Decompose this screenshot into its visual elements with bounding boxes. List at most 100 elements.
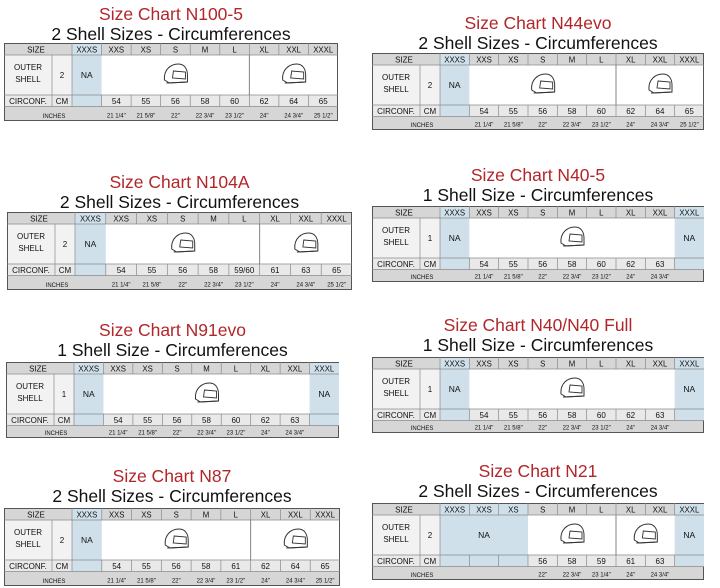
inches-band [373, 269, 703, 281]
inches-value: 24 3/4" [651, 573, 670, 579]
shell-count: 2 [428, 81, 433, 90]
grid-lines [4, 508, 340, 572]
inches-value: 24" [261, 431, 270, 437]
cm-value: 58 [568, 557, 577, 566]
size-header: XXL [286, 46, 301, 55]
cm-value: 58 [568, 411, 577, 420]
inches-value: 23 1/2" [592, 426, 611, 432]
size-header: L [599, 56, 604, 65]
inches-row-label: INCHES [45, 431, 68, 437]
size-row-label: SIZE [29, 365, 47, 374]
size-header: XXXL [313, 46, 334, 55]
na-label: NA [683, 233, 695, 243]
outer-shell-label: OUTER [17, 232, 45, 241]
size-row-label: SIZE [395, 506, 413, 515]
circonf-row-label: CIRCONF. [377, 557, 415, 566]
size-header: S [540, 209, 545, 218]
shell-count: 1 [428, 385, 433, 394]
header-band [8, 213, 351, 224]
cm-unit-label: CM [59, 266, 72, 275]
cm-band [373, 555, 703, 567]
inches-band [7, 425, 338, 437]
circonf-row-label: CIRCONF. [377, 260, 415, 269]
size-header: XXXS [444, 56, 465, 65]
cm-value: 54 [112, 97, 121, 106]
size-header: XXXS [76, 511, 97, 520]
inches-value: 22" [178, 283, 187, 289]
outer-shell-label: SHELL [383, 238, 409, 247]
size-header: XXS [476, 360, 492, 369]
outer-shell-label: SHELL [17, 394, 43, 403]
size-header: M [569, 360, 576, 369]
size-chart-panel: Size Chart N100-5 2 Shell Sizes - Circum… [4, 2, 338, 142]
chart-title: Size Chart N40-5 [470, 165, 606, 185]
inches-value: 22 3/4" [563, 123, 582, 129]
inches-band [5, 106, 337, 120]
size-header: XL [626, 209, 636, 218]
na-label: NA [478, 530, 490, 540]
size-header: XL [259, 46, 269, 55]
circonf-row-label: CIRCONF. [12, 266, 50, 275]
size-header: S [174, 511, 179, 520]
cm-value: 64 [289, 97, 298, 106]
outer-shell-label: SHELL [383, 389, 409, 398]
na-label: NA [449, 384, 461, 394]
cm-unit-label: CM [424, 411, 437, 420]
inches-value: 24 3/4" [285, 431, 304, 437]
cm-value: 60 [597, 260, 606, 269]
size-header: M [569, 209, 576, 218]
inches-value: 24 3/4" [296, 283, 315, 289]
size-header: XXS [110, 365, 126, 374]
chart-subtitle: 1 Shell Size - Circumferences [422, 185, 654, 205]
inches-band [373, 566, 703, 579]
cm-value: 56 [538, 411, 547, 420]
cm-value: 59/60 [234, 266, 255, 275]
cm-value: 61 [271, 266, 280, 275]
cm-value: 56 [538, 260, 547, 269]
inches-value: 25 1/2" [680, 123, 699, 129]
size-header: XXXS [444, 209, 465, 218]
cm-band [373, 409, 703, 421]
cm-value: 62 [261, 416, 270, 425]
inches-value: 22 3/4" [204, 283, 223, 289]
header-band [373, 54, 703, 65]
cm-value: 58 [201, 97, 210, 106]
inches-value: 23 1/2" [226, 579, 245, 585]
cm-value: 65 [332, 266, 341, 275]
cm-value: 54 [480, 107, 489, 116]
grid-lines [372, 357, 704, 421]
inches-value: 22" [538, 573, 547, 579]
inches-value: 21 5/8" [136, 114, 155, 120]
cm-value: 56 [172, 562, 181, 571]
cm-band [8, 264, 351, 276]
chart-subtitle: 2 Shell Sizes - Circumferences [52, 486, 292, 506]
size-header: XL [626, 360, 636, 369]
cm-value: 54 [117, 266, 126, 275]
shell-label-band [373, 515, 440, 555]
inches-value: 25 1/2" [314, 114, 333, 120]
size-row-label: SIZE [30, 215, 48, 224]
size-header: L [599, 209, 604, 218]
na-region [75, 213, 106, 276]
cm-value: 56 [538, 557, 547, 566]
cm-value: 55 [147, 266, 156, 275]
header-band [373, 358, 703, 369]
cm-value: 54 [112, 562, 121, 571]
outer-shell-label: OUTER [16, 382, 44, 391]
cm-value: 60 [231, 416, 240, 425]
header-band [373, 504, 703, 515]
cm-unit-label: CM [424, 557, 437, 566]
size-header: XXXL [679, 56, 700, 65]
outer-shell-label: SHELL [15, 75, 41, 84]
shell-count: 1 [62, 390, 67, 399]
inches-value: 22 3/4" [197, 431, 216, 437]
cm-value: 65 [321, 562, 330, 571]
cm-value: 55 [142, 562, 151, 571]
size-header: S [540, 506, 545, 515]
size-header: XS [508, 360, 518, 369]
cm-value: 60 [597, 411, 606, 420]
cm-value: 58 [568, 107, 577, 116]
